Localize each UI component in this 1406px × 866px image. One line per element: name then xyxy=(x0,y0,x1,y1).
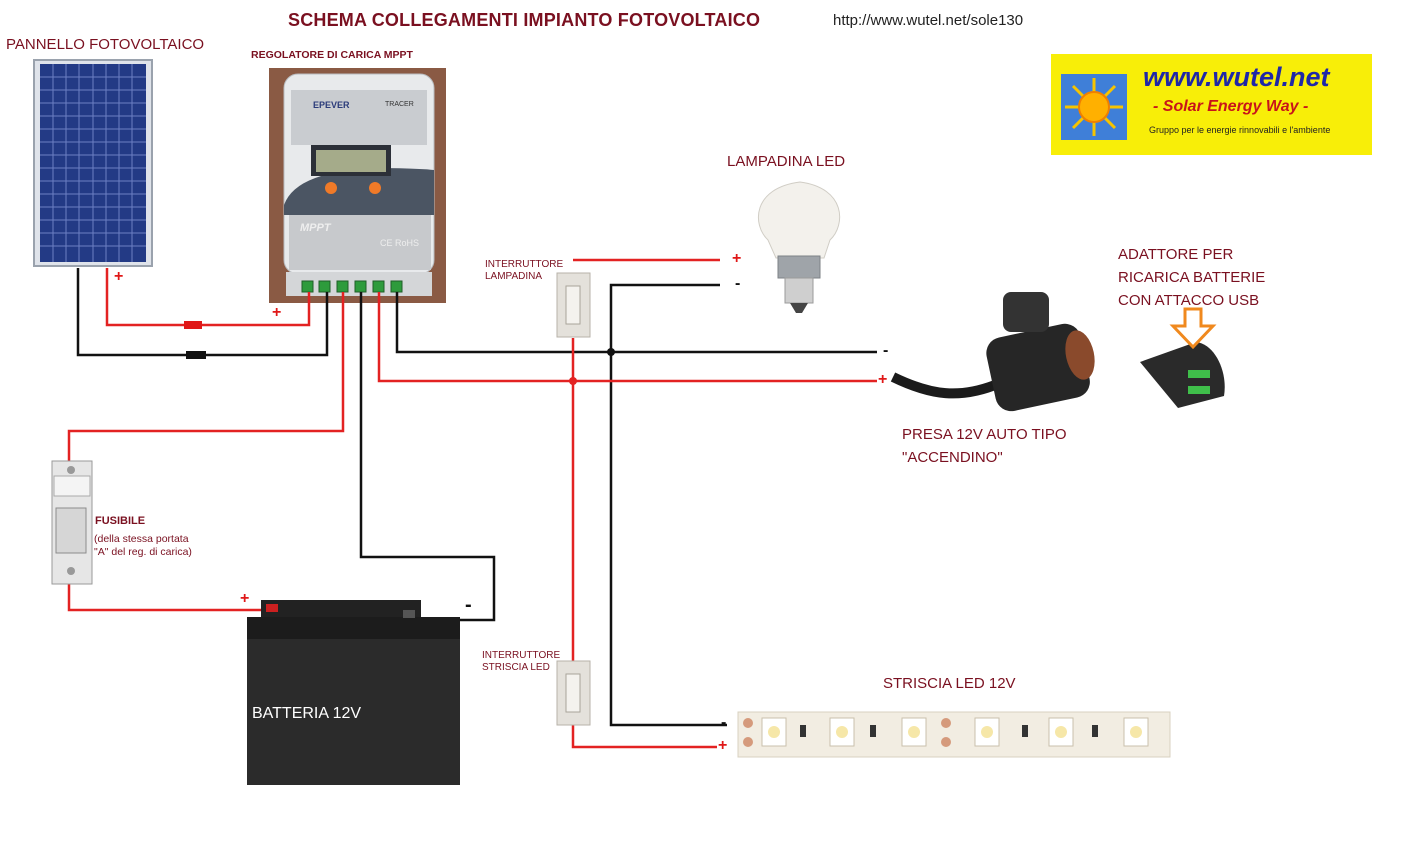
adapter-label: ADATTORE PER RICARICA BATTERIE CON ATTAC… xyxy=(1118,246,1266,309)
bulb-label: LAMPADINA LED xyxy=(727,153,846,170)
logo-subtitle: Gruppo per le energie rinnovabili e l'am… xyxy=(1149,125,1331,135)
cigarette-socket xyxy=(890,292,1095,412)
panel-fuse-negative xyxy=(186,351,206,359)
strip-switch xyxy=(556,660,591,726)
logo-url: www.wutel.net xyxy=(1143,62,1330,92)
bulb-switch xyxy=(556,272,591,338)
controller-label: REGOLATORE DI CARICA MPPT xyxy=(251,49,413,61)
battery-label: BATTERIA 12V xyxy=(252,705,362,722)
panel-fuse-positive xyxy=(184,321,202,329)
led-strip xyxy=(737,711,1171,758)
controller-mppt: MPPT xyxy=(300,222,331,234)
usb-adapter xyxy=(1140,342,1225,408)
charge-controller xyxy=(269,68,446,303)
wutel-logo: www.wutel.net - Solar Energy Way - Grupp… xyxy=(1051,54,1372,155)
battery-plus: + xyxy=(240,590,250,607)
bulb-minus: - xyxy=(735,275,741,292)
controller-brand: EPEVER xyxy=(313,100,350,110)
strip-minus: - xyxy=(721,714,727,731)
socket-minus: - xyxy=(883,342,889,359)
controller-ce: CE RoHS xyxy=(380,238,420,248)
strip-plus: + xyxy=(718,737,728,754)
bulb-switch-label: INTERRUTTORE LAMPADINA xyxy=(485,259,564,282)
socket-label: PRESA 12V AUTO TIPO "ACCENDINO" xyxy=(902,426,1067,466)
wire-junction xyxy=(607,348,615,356)
fuse-label: FUSIBILE xyxy=(95,515,146,527)
battery-minus: - xyxy=(465,594,472,616)
bulb-plus: + xyxy=(732,250,742,267)
sun-icon xyxy=(1061,74,1127,140)
logo-slogan: - Solar Energy Way - xyxy=(1153,98,1309,115)
battery xyxy=(247,600,460,785)
wire-junction xyxy=(569,377,577,385)
led-bulb xyxy=(757,181,841,313)
strip-label: STRISCIA LED 12V xyxy=(883,675,1016,692)
strip-switch-label: INTERRUTTORE STRISCIA LED xyxy=(482,650,561,673)
controller-plus: + xyxy=(272,304,282,321)
positive-wires xyxy=(67,258,877,749)
down-arrow-icon xyxy=(1169,307,1217,350)
panel-plus: + xyxy=(114,268,124,285)
controller-model: TRACER xyxy=(385,101,414,108)
panel-label: PANNELLO FOTOVOLTAICO xyxy=(6,36,205,53)
page-title: SCHEMA COLLEGAMENTI IMPIANTO FOTOVOLTAIC… xyxy=(288,10,761,30)
fuse-note: (della stessa portata "A" del reg. di ca… xyxy=(94,533,192,558)
solar-panel xyxy=(33,59,153,267)
socket-plus: + xyxy=(878,371,888,388)
fuse-holder xyxy=(51,460,93,585)
header-url[interactable]: http://www.wutel.net/sole130 xyxy=(833,12,1024,29)
negative-wires xyxy=(76,268,877,727)
